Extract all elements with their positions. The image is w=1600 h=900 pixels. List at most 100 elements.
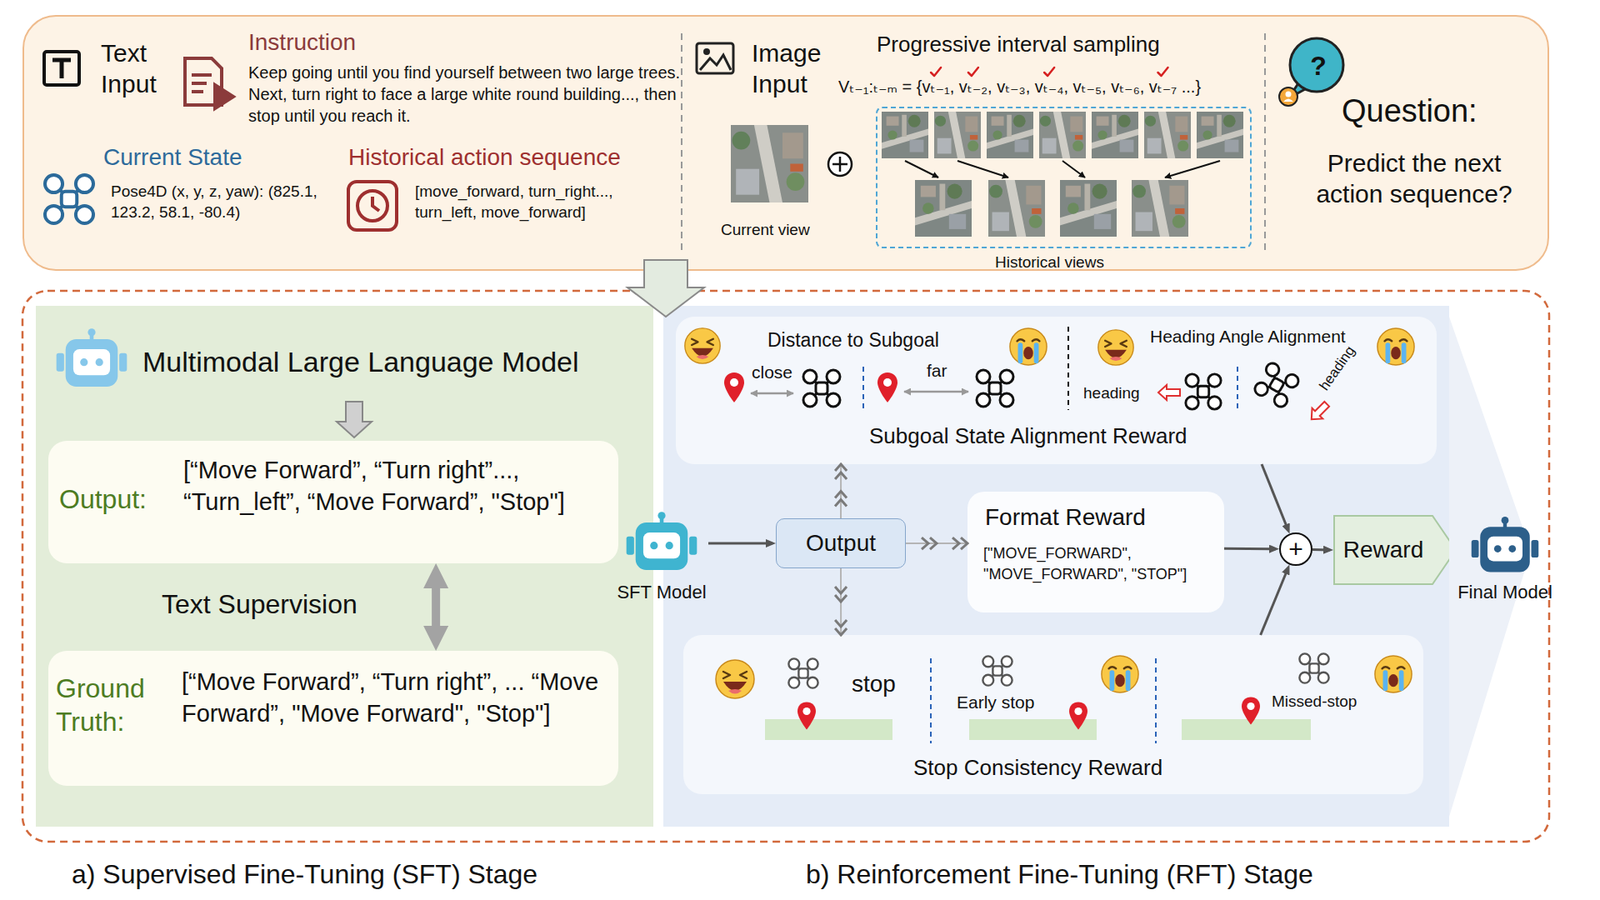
section-heading: Instruction	[248, 28, 356, 57]
text-slot: Format Reward	[985, 503, 1146, 532]
text-slot: +	[1280, 534, 1311, 565]
text-box: Output: [“Move Forward”, “Turn right”...,…	[48, 440, 619, 564]
field-label: Output:	[59, 483, 147, 516]
text-slot: Multimodal Large Language Model	[142, 345, 580, 380]
text-slot: [move_forward, turn_right..., turn_left,…	[415, 181, 665, 223]
text-slot: Progressive interval sampling	[876, 31, 1160, 59]
field-label: Ground Truth:	[55, 671, 165, 739]
text-slot: Historical action sequence	[348, 143, 621, 172]
stage-panel: Output: [“Move Forward”, “Turn right”...,…	[35, 305, 654, 827]
reward-item: Distance to Subgoal	[767, 328, 940, 352]
text-slot: Question:	[1341, 91, 1478, 130]
process-box: Output	[775, 518, 906, 569]
text-slot: Subgoal State Alignment Reward	[869, 423, 1188, 450]
question-heading: Question:	[1341, 91, 1478, 130]
text-slot: close	[751, 361, 793, 384]
sum-circle: +	[1279, 532, 1313, 566]
text-slot: Missed-stop	[1271, 691, 1357, 711]
input-panel: Historical views Text Input InstructionKee…	[22, 15, 1550, 271]
reward-title: Stop Consistency Reward	[913, 755, 1163, 782]
text-slot: [“Move Forward”, “Turn right”..., “Turn_…	[183, 455, 605, 518]
text-slot: a) Supervised Fine-Tuning (SFT) Stage	[71, 858, 538, 891]
text-slot: ?	[1301, 50, 1335, 83]
text-slot: [“Move Forward”, “Turn right”, ... “Move…	[181, 666, 607, 730]
reward-item: Format Reward	[985, 503, 1146, 532]
state-label: heading	[1315, 343, 1360, 395]
text-slot: stop	[851, 670, 896, 699]
format-example: ["MOVE_FORWARD", "MOVE_FORWARD", "STOP"]	[983, 543, 1217, 585]
stage-arrow-tip	[1449, 316, 1531, 817]
state-label: heading	[1083, 383, 1140, 403]
reward-title: Subgoal State Alignment Reward	[869, 423, 1188, 450]
text-slot: heading	[1083, 383, 1140, 403]
text-slot: Distance to Subgoal	[767, 328, 940, 352]
reward-item: Heading Angle Alignment	[1150, 325, 1346, 348]
state-label: close	[751, 361, 793, 384]
text-slot: b) Reinforcement Fine-Tuning (RFT) Stage	[805, 858, 1314, 891]
text-slot: Heading Angle Alignment	[1150, 325, 1346, 348]
text-slot: Reward	[1333, 515, 1434, 585]
text-slot: Output	[776, 519, 905, 568]
reward-box: Distance to Subgoal close far Heading Angle…	[675, 316, 1437, 465]
image-caption: Historical views	[995, 252, 1105, 272]
text-slot: ["MOVE_FORWARD", "MOVE_FORWARD", "STOP"]	[983, 543, 1217, 585]
edge-label: Text Supervision	[158, 588, 361, 621]
text-slot: Early stop	[956, 691, 1035, 714]
image-group: Historical views	[875, 106, 1252, 249]
text-slot: Ground Truth:	[55, 671, 165, 739]
instruction-text: Keep going until you find yourself betwe…	[248, 61, 682, 127]
text-slot: Stop Consistency Reward	[913, 755, 1163, 782]
model-icon: Final Model	[1458, 510, 1552, 609]
reward-box: stopEarly stop Missed-stopStop Consistenc…	[683, 635, 1424, 795]
state-label: stop	[851, 670, 896, 699]
text-slot: Text Supervision	[158, 588, 361, 621]
text-slot: Vₜ₋₁:ₜ₋ₘ = {vₜ₋₁, vₜ₋₂, vₜ₋₃, vₜ₋₄, vₜ₋₅…	[838, 76, 1201, 97]
model-icon: SFT Model	[615, 510, 709, 609]
text-box: Ground Truth:[“Move Forward”, “Turn righ…	[48, 650, 619, 786]
model-label: SFT Model	[607, 581, 716, 605]
question-text: Predict the next action sequence?	[1301, 148, 1527, 210]
image-caption: Current view	[720, 220, 810, 240]
model-label: Final Model	[1450, 581, 1560, 605]
state-label: Early stop	[956, 691, 1035, 714]
section-heading: Historical action sequence	[348, 143, 621, 172]
reward-arrow: Reward	[1333, 515, 1457, 585]
robot-icon	[1471, 516, 1540, 573]
text-slot: far	[926, 360, 948, 382]
question-mark: ?	[1301, 50, 1335, 83]
model-label: Multimodal Large Language Model	[142, 345, 580, 380]
text-slot: Current State	[103, 143, 243, 172]
input-label: Image Input	[751, 38, 844, 100]
text-slot: Output:	[59, 483, 147, 516]
state-label: far	[926, 360, 948, 382]
text-slot: Predict the next action sequence?	[1301, 148, 1527, 210]
stage-caption: a) Supervised Fine-Tuning (SFT) Stage	[71, 858, 538, 891]
text-slot: Keep going until you find yourself betwe…	[248, 61, 682, 127]
operator-symbol: +	[1288, 534, 1304, 565]
history-text: [move_forward, turn_right..., turn_left,…	[415, 181, 665, 223]
stage-panel: Distance to Subgoal close far Heading Angle…	[663, 305, 1450, 827]
arrow-outline	[1334, 515, 1456, 585]
text-slot: Pose4D (x, y, z, yaw): (825.1, 123.2, 58…	[110, 181, 338, 223]
box-label: Reward	[1343, 535, 1424, 565]
text-slot: Current view	[720, 220, 810, 240]
text-slot: Text Input	[100, 38, 189, 100]
state-text: Pose4D (x, y, z, yaw): (825.1, 123.2, 58…	[110, 181, 338, 223]
text-slot: SFT Model	[607, 581, 716, 605]
formula: Vₜ₋₁:ₜ₋ₘ = {vₜ₋₁, vₜ₋₂, vₜ₋₃, vₜ₋₄, vₜ₋₅…	[838, 76, 1201, 97]
action-list: [“Move Forward”, “Turn right”..., “Turn_…	[183, 455, 605, 518]
stage-caption: b) Reinforcement Fine-Tuning (RFT) Stage	[805, 858, 1314, 891]
text-slot: Historical views	[995, 252, 1105, 272]
section-heading: Current State	[103, 143, 243, 172]
text-slot: Instruction	[248, 28, 356, 57]
text-slot: Final Model	[1450, 581, 1560, 605]
box-label: Output	[805, 529, 876, 558]
text-slot: Image Input	[751, 38, 844, 100]
stage-region	[22, 290, 1550, 842]
action-list: [“Move Forward”, “Turn right”, ... “Move…	[181, 666, 607, 730]
state-label: Missed-stop	[1271, 691, 1357, 711]
text-slot: heading	[1312, 360, 1364, 378]
reward-box: Format Reward ["MOVE_FORWARD", "MOVE_FORW…	[967, 491, 1225, 613]
section-heading: Progressive interval sampling	[876, 31, 1160, 59]
input-label: Text Input	[100, 38, 189, 100]
